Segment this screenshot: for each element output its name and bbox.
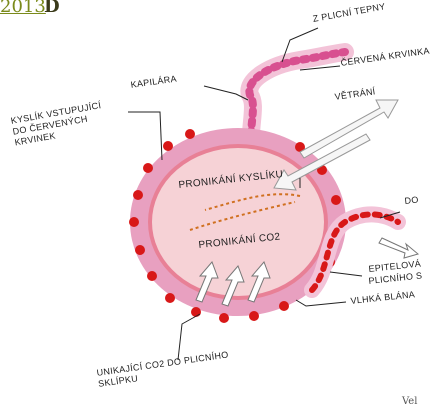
blood-exit-arrow: [379, 238, 418, 258]
label-right-top-cut: DO: [404, 195, 419, 207]
footer-fragment: Vel: [402, 396, 417, 407]
